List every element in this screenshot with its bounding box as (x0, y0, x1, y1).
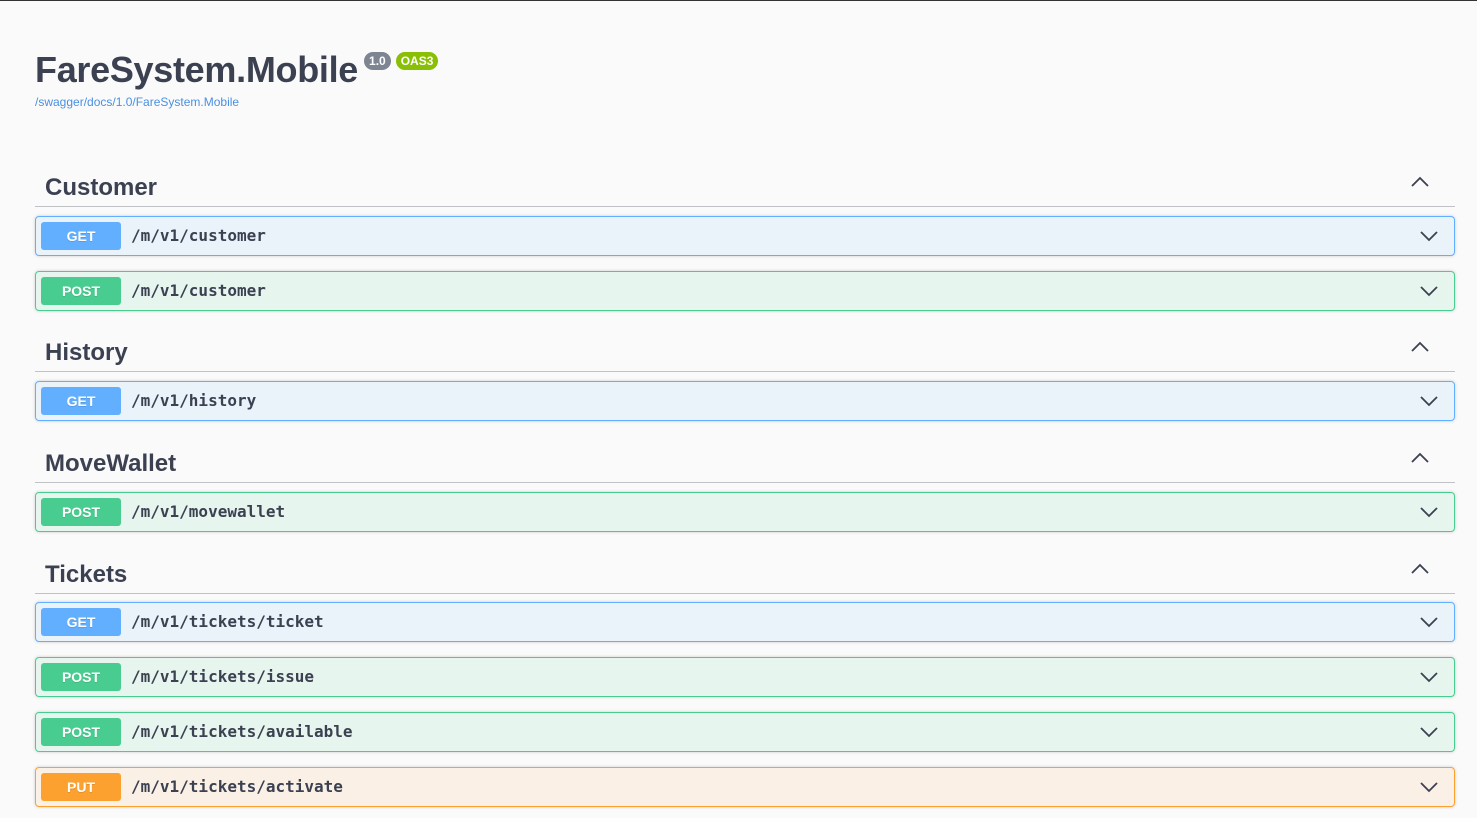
chevron-up-icon[interactable] (1411, 341, 1429, 353)
method-badge: GET (41, 387, 121, 415)
operation-post-customer[interactable]: POST /m/v1/customer (35, 271, 1455, 311)
tag-section-movewallet: MoveWallet POST /m/v1/movewallet (35, 438, 1455, 532)
method-badge: GET (41, 608, 121, 636)
method-badge: GET (41, 222, 121, 250)
operation-path: /m/v1/customer (131, 281, 266, 300)
operation-get-tickets-ticket[interactable]: GET /m/v1/tickets/ticket (35, 602, 1455, 642)
chevron-down-icon[interactable] (1420, 781, 1438, 793)
title-row: FareSystem.Mobile 1.0 OAS3 (35, 48, 439, 92)
tag-section-history: History GET /m/v1/history (35, 327, 1455, 421)
api-title: FareSystem.Mobile (35, 49, 359, 90)
tag-name: Customer (45, 174, 158, 201)
method-badge: PUT (41, 773, 121, 801)
oas-badge: OAS3 (395, 52, 439, 70)
method-badge: POST (41, 663, 121, 691)
operation-post-tickets-available[interactable]: POST /m/v1/tickets/available (35, 712, 1455, 752)
operation-path: /m/v1/tickets/available (131, 722, 353, 741)
version-badge: 1.0 (364, 52, 391, 70)
operation-path: /m/v1/history (131, 391, 257, 410)
operation-path: /m/v1/tickets/issue (131, 667, 315, 686)
tag-header-movewallet[interactable]: MoveWallet (35, 438, 1455, 483)
operation-path: /m/v1/tickets/activate (131, 777, 343, 796)
top-border (0, 0, 1477, 1)
tag-name: MoveWallet (45, 450, 177, 477)
chevron-up-icon[interactable] (1411, 563, 1429, 575)
operation-post-movewallet[interactable]: POST /m/v1/movewallet (35, 492, 1455, 532)
operation-path: /m/v1/tickets/ticket (131, 612, 324, 631)
api-info: FareSystem.Mobile 1.0 OAS3 /swagger/docs… (35, 48, 439, 109)
chevron-down-icon[interactable] (1420, 395, 1438, 407)
operation-path: /m/v1/movewallet (131, 502, 286, 521)
chevron-down-icon[interactable] (1420, 230, 1438, 242)
chevron-down-icon[interactable] (1420, 726, 1438, 738)
operation-get-history[interactable]: GET /m/v1/history (35, 381, 1455, 421)
tag-name: History (45, 339, 128, 366)
chevron-up-icon[interactable] (1411, 176, 1429, 188)
method-badge: POST (41, 718, 121, 746)
operation-path: /m/v1/customer (131, 226, 266, 245)
operation-put-tickets-activate[interactable]: PUT /m/v1/tickets/activate (35, 767, 1455, 807)
operation-post-tickets-issue[interactable]: POST /m/v1/tickets/issue (35, 657, 1455, 697)
tag-section-tickets: Tickets GET /m/v1/tickets/ticket POST /m… (35, 549, 1455, 807)
method-badge: POST (41, 277, 121, 305)
tag-header-tickets[interactable]: Tickets (35, 549, 1455, 594)
tag-header-customer[interactable]: Customer (35, 162, 1455, 207)
method-badge: POST (41, 498, 121, 526)
chevron-down-icon[interactable] (1420, 616, 1438, 628)
tag-section-customer: Customer GET /m/v1/customer POST /m/v1/c… (35, 162, 1455, 311)
tag-header-history[interactable]: History (35, 327, 1455, 372)
tag-name: Tickets (45, 561, 128, 588)
spec-url-link[interactable]: /swagger/docs/1.0/FareSystem.Mobile (35, 95, 240, 109)
chevron-up-icon[interactable] (1411, 452, 1429, 464)
chevron-down-icon[interactable] (1420, 671, 1438, 683)
chevron-down-icon[interactable] (1420, 506, 1438, 518)
operation-get-customer[interactable]: GET /m/v1/customer (35, 216, 1455, 256)
chevron-down-icon[interactable] (1420, 285, 1438, 297)
